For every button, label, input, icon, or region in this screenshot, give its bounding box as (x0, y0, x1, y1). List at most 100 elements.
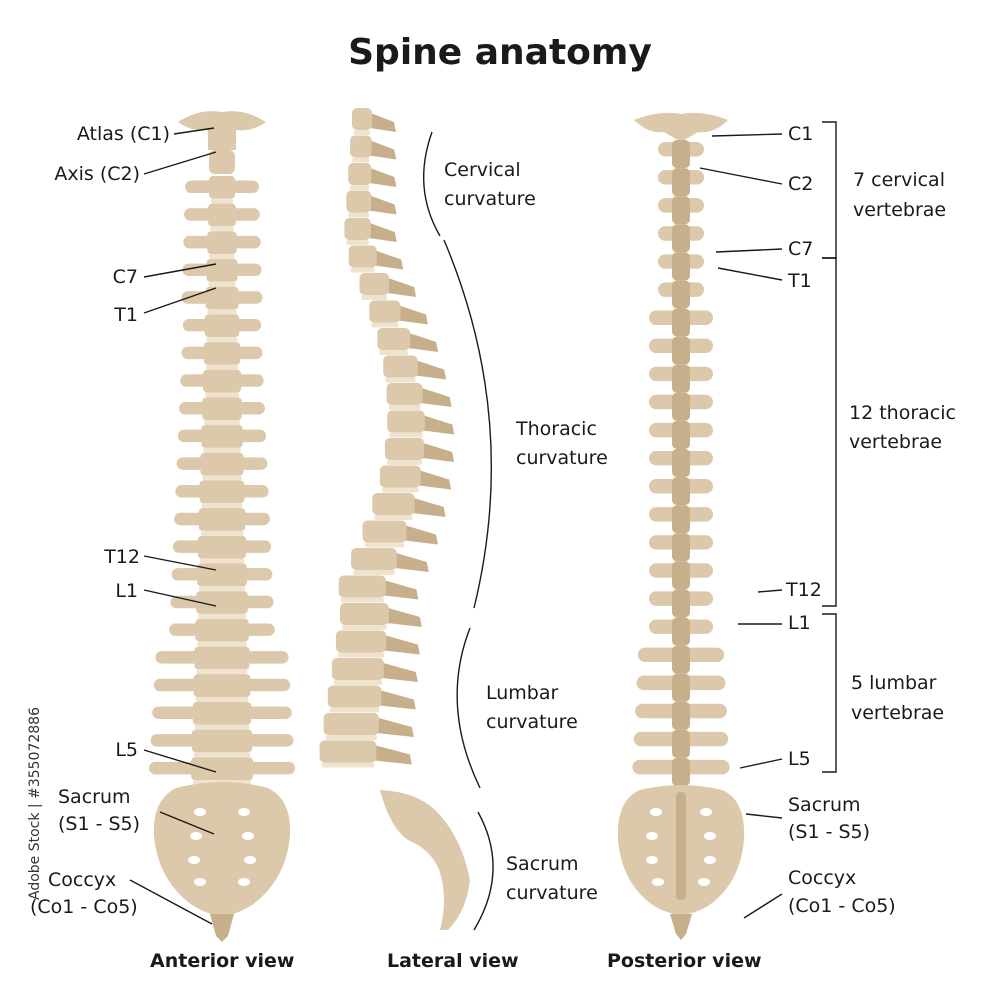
vertebral-body (350, 135, 372, 158)
leader-l5-anterior (143, 749, 217, 773)
intervertebral-disc (203, 447, 241, 453)
spinous-process (413, 359, 447, 380)
vertebral-body (197, 563, 247, 587)
spinous-process (372, 744, 412, 765)
vertebral-body (327, 685, 382, 708)
label-l1-anterior: L1 (115, 580, 138, 602)
intervertebral-disc (353, 570, 395, 575)
curve-bracket-cervical (423, 131, 441, 237)
vertebral-body (209, 176, 235, 199)
vertebral-body (377, 328, 411, 350)
intervertebral-disc (209, 254, 235, 260)
vertebral-body (192, 701, 252, 725)
label-l1-posterior: L1 (788, 612, 811, 634)
curve-bracket-lumbar (456, 627, 481, 789)
intervertebral-disc (342, 625, 387, 630)
sacral-foramen (188, 856, 200, 864)
label-atlas: Atlas (C1) (76, 123, 170, 145)
label-c1-posterior: C1 (788, 123, 814, 145)
intervertebral-disc (388, 405, 421, 410)
spinous-process (368, 112, 396, 132)
page-title: Spine anatomy (348, 32, 652, 73)
leader-lines (129, 121, 837, 931)
spinous-process (420, 442, 455, 462)
intervertebral-disc (194, 724, 250, 730)
spinous-process (382, 634, 420, 655)
label-l5-anterior: L5 (115, 739, 138, 761)
spinous-process (402, 524, 438, 545)
label-coccyx-posterior-2: (Co1 - Co5) (788, 895, 896, 917)
spinous-process (418, 387, 452, 407)
label-l5-posterior: L5 (788, 748, 811, 770)
group-thoracic-1: 12 thoracic (849, 402, 956, 424)
vertebral-body (197, 535, 247, 559)
intervertebral-disc (205, 364, 239, 370)
vertebra-atlas (178, 111, 266, 150)
spinous-process (396, 304, 428, 325)
vertebral-body (202, 397, 242, 421)
vertebral-body (331, 658, 384, 680)
leader-t12-anterior (143, 555, 217, 571)
intervertebral-disc (208, 281, 236, 287)
vertebral-body (194, 646, 250, 670)
label-sacrum-curvature-1: Sacrum (506, 853, 579, 875)
label-cervical-curvature-2: curvature (444, 188, 536, 210)
leader-c7-posterior (715, 248, 783, 253)
spinous-process (367, 194, 397, 215)
label-lumbar-curvature-2: curvature (486, 711, 578, 733)
vertebral-body (203, 369, 241, 393)
intervertebral-disc (206, 337, 238, 343)
spinous-process (416, 469, 452, 490)
spinous-process (384, 607, 422, 627)
group-lumbar-2: vertebrae (851, 702, 945, 724)
posterior-spine (617, 112, 745, 940)
intervertebral-disc (193, 752, 251, 758)
leader-c1-posterior (711, 133, 783, 137)
vertebral-body (369, 300, 401, 323)
vertebral-body (384, 438, 425, 460)
vertebral-body (195, 618, 249, 642)
stock-watermark: Adobe Stock | #355072886 (27, 707, 43, 900)
spinous-process (672, 729, 690, 758)
vertebra-c1-posterior (634, 112, 728, 142)
sacrum (153, 782, 291, 916)
vertebral-body (383, 355, 418, 378)
vertebral-body (191, 757, 253, 780)
intervertebral-disc (333, 680, 382, 685)
spinous-process (672, 589, 690, 618)
intervertebral-disc (202, 475, 242, 481)
label-t12-anterior: T12 (104, 546, 140, 568)
intervertebral-disc (374, 515, 413, 520)
sacral-foramen (650, 808, 662, 816)
anterior-spine (149, 111, 295, 942)
vertebral-body (204, 314, 240, 338)
group-cervical-2: vertebrae (853, 199, 947, 221)
label-sacrum-posterior-1: Sacrum (788, 794, 861, 816)
sacral-foramen (242, 832, 254, 840)
label-sacrum-curvature-2: curvature (506, 882, 598, 904)
intervertebral-disc (371, 322, 399, 328)
spinous-process (672, 448, 690, 478)
intervertebral-disc (197, 641, 247, 647)
intervertebral-disc (196, 669, 248, 675)
label-thoracic-curvature-2: curvature (516, 447, 608, 469)
vertebral-body (198, 508, 246, 531)
median-sacral-crest (676, 792, 686, 900)
label-lumbar-curvature-1: Lumbar (486, 682, 559, 704)
intervertebral-disc (204, 420, 240, 426)
sacral-foramen (698, 878, 710, 886)
bracket-cervical (822, 121, 837, 259)
label-sacrum-posterior-2: (S1 - S5) (788, 821, 871, 843)
intervertebral-disc (361, 295, 388, 300)
sacrum-lateral (380, 790, 470, 930)
vertebral-body (386, 383, 423, 405)
sacral-foramen (646, 856, 658, 864)
label-sacrum-anterior-1: Sacrum (58, 786, 131, 808)
vertebral-body (196, 591, 248, 614)
vertebral-body (205, 286, 239, 310)
intervertebral-disc (346, 240, 369, 245)
label-c2-posterior: C2 (788, 173, 814, 195)
intervertebral-disc (340, 597, 384, 603)
vertebral-body (348, 163, 372, 185)
label-c7-posterior: C7 (788, 238, 814, 260)
